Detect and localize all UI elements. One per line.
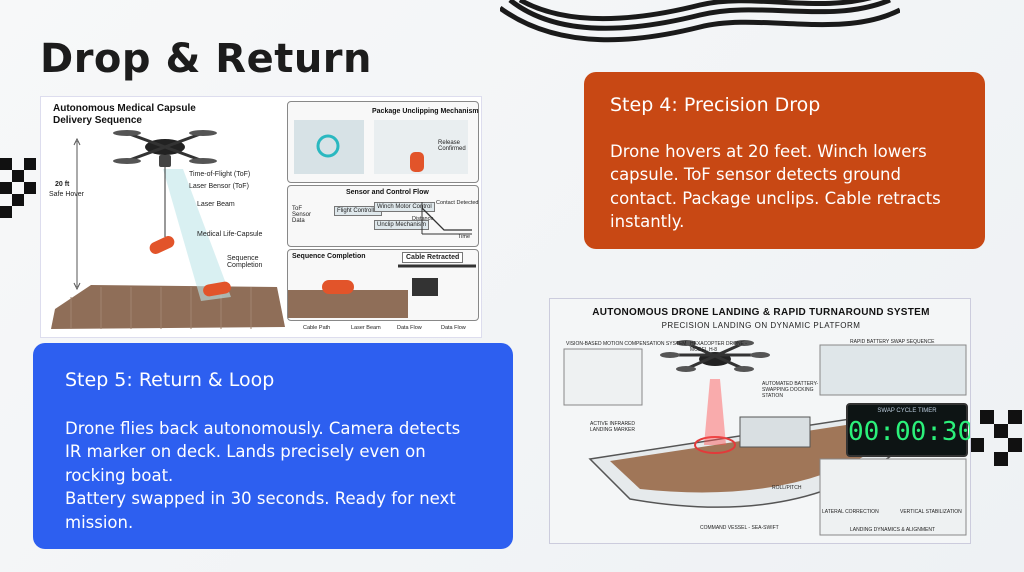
dynamics-label: LANDING DYNAMICS & ALIGNMENT (850, 527, 936, 533)
completion-label: Sequence Completion (227, 255, 263, 269)
checker-pattern-left (0, 158, 36, 218)
step4-heading: Step 4: Precision Drop (610, 94, 821, 116)
checker-pattern-right (970, 410, 1022, 466)
time-axis-label: Time (458, 234, 471, 240)
laser-sensor-label: Laser Bensor (ToF) (189, 183, 249, 190)
legend-item-data-flow-2: Data Flow (441, 325, 466, 331)
vertical-label: VERTICAL STABILIZATION (900, 509, 962, 515)
step4-body: Drone hovers at 20 feet. Winch lowers ca… (610, 142, 941, 232)
contact-detected-label: Contact Detected (436, 200, 479, 206)
vision-label: VISION-BASED MOTION COMPENSATION SYSTEM (566, 341, 687, 347)
landing-diagram-subtitle: PRECISION LANDING ON DYNAMIC PLATFORM (661, 321, 861, 330)
hover-label-2: Safe Hover (49, 191, 85, 198)
completion-panel-title: Sequence Completion (292, 253, 366, 260)
diagram-title: Autonomous Medical Capsule Delivery Sequ… (53, 103, 196, 126)
step5-body-line2: Battery swapped in 30 seconds. Ready for… (65, 489, 456, 532)
landing-system-diagram: AUTONOMOUS DRONE LANDING & RAPID TURNARO… (549, 298, 971, 544)
step5-body: Drone flies back autonomously. Camera de… (65, 417, 481, 534)
sensor-flow-panel: Sensor and Control Flow ToF Sensor Data … (287, 185, 479, 247)
flow-node-tof: ToF Sensor Data (292, 206, 312, 224)
roll-pitch-label: ROLL/PITCH (772, 485, 802, 491)
slide-title: Drop & Return (40, 36, 373, 82)
step5-heading: Step 5: Return & Loop (65, 369, 275, 391)
drone-scene-illustration (51, 130, 285, 329)
swap-timer-value: 00:00:30 (848, 417, 971, 447)
completion-illustration (288, 264, 476, 318)
boat-scene-illustration (563, 340, 967, 536)
swap-timer-label: SWAP CYCLE TIMER (877, 408, 937, 414)
flow-node-unclip: Unclip Mechanism (374, 220, 430, 230)
step4-card: Step 4: Precision Drop Drone hovers at 2… (584, 72, 985, 249)
unclip-illustration (294, 120, 468, 174)
step5-body-line1: Drone flies back autonomously. Camera de… (65, 419, 461, 485)
flow-node-winch: Winch Motor Control (374, 202, 435, 212)
cable-retracted-badge: Cable Retracted (402, 252, 464, 263)
legend-item-data-flow: Data Flow (397, 325, 422, 331)
legend-item-cable: Cable Path (303, 325, 331, 331)
vessel-label: COMMAND VESSEL - SEA-SWIFT (700, 525, 779, 531)
unclip-panel-title: Package Unclipping Mechanism (372, 108, 479, 115)
tof-label: Time-of-Flight (ToF) (189, 171, 251, 178)
drone-icon (113, 130, 217, 167)
lateral-label: LATERAL CORRECTION (822, 509, 879, 515)
sensor-flow-title: Sensor and Control Flow (346, 189, 429, 196)
swap-station-label: AUTOMATED BATTERY-SWAPPING DOCKING STATI… (762, 381, 819, 399)
landing-diagram-title: AUTONOMOUS DRONE LANDING & RAPID TURNARO… (592, 307, 930, 318)
capsule-label: Medical Life-Capsule (197, 231, 263, 238)
distance-axis-label: Distance (412, 216, 434, 222)
contact-chart (421, 202, 472, 235)
decorative-waves (500, 0, 900, 43)
step5-card: Step 5: Return & Loop Drone flies back a… (33, 343, 513, 549)
unclip-panel: Package Unclipping Mechanism Release Con… (287, 101, 479, 183)
laser-beam-label: Laser Beam (197, 201, 235, 208)
hexacopter-label: HEXACOPTER DRONE - MODEL H-8 (690, 341, 747, 353)
swap-seq-label: RAPID BATTERY SWAP SEQUENCE (850, 339, 935, 345)
release-confirmed-badge: Release Confirmed (438, 140, 466, 152)
delivery-sequence-diagram: Autonomous Medical Capsule Delivery Sequ… (40, 96, 482, 338)
ir-marker-label: ACTIVE INFRARED LANDING MARKER (590, 421, 636, 433)
hexacopter-icon (660, 340, 770, 372)
legend-item-laser: Laser Beam (351, 325, 381, 331)
swap-timer: SWAP CYCLE TIMER 00:00:30 (846, 403, 971, 457)
completion-panel: Sequence Completion Cable Retracted (287, 249, 479, 321)
hover-label: 20 ft (55, 181, 70, 188)
